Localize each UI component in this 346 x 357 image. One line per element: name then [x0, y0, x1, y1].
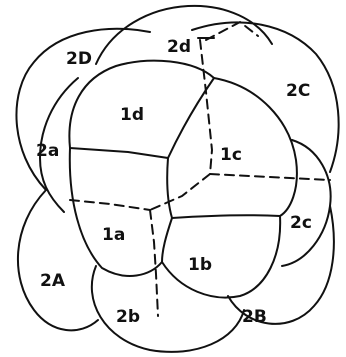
label-2a: 2a: [36, 141, 59, 161]
label-1b: 1b: [188, 255, 212, 275]
label-2A: 2A: [40, 271, 66, 291]
hidden-edge-bottom: [150, 210, 158, 316]
cell-2C-outline: [192, 22, 339, 172]
label-2d: 2d: [167, 37, 191, 57]
hidden-edge-top: [200, 40, 212, 174]
label-2c: 2c: [290, 213, 312, 233]
cell-2A-outline: [18, 190, 98, 330]
label-1c: 1c: [220, 145, 242, 165]
label-2C: 2C: [286, 81, 310, 101]
label-1a: 1a: [102, 225, 125, 245]
cell-1a-outline: [70, 148, 162, 276]
cell-1b-outline: [162, 216, 280, 298]
label-1d: 1d: [120, 105, 144, 125]
label-2D: 2D: [66, 49, 92, 69]
hidden-edge-diagonal: [150, 174, 210, 210]
label-2B: 2B: [242, 307, 267, 327]
hidden-edge-center-left: [70, 200, 150, 210]
label-2b: 2b: [116, 307, 140, 327]
cell-2c-outline: [282, 140, 331, 266]
cell-2b-outline: [92, 266, 244, 352]
cell-1a-1b-border: [162, 158, 172, 262]
hidden-edge-center-right: [210, 174, 330, 180]
